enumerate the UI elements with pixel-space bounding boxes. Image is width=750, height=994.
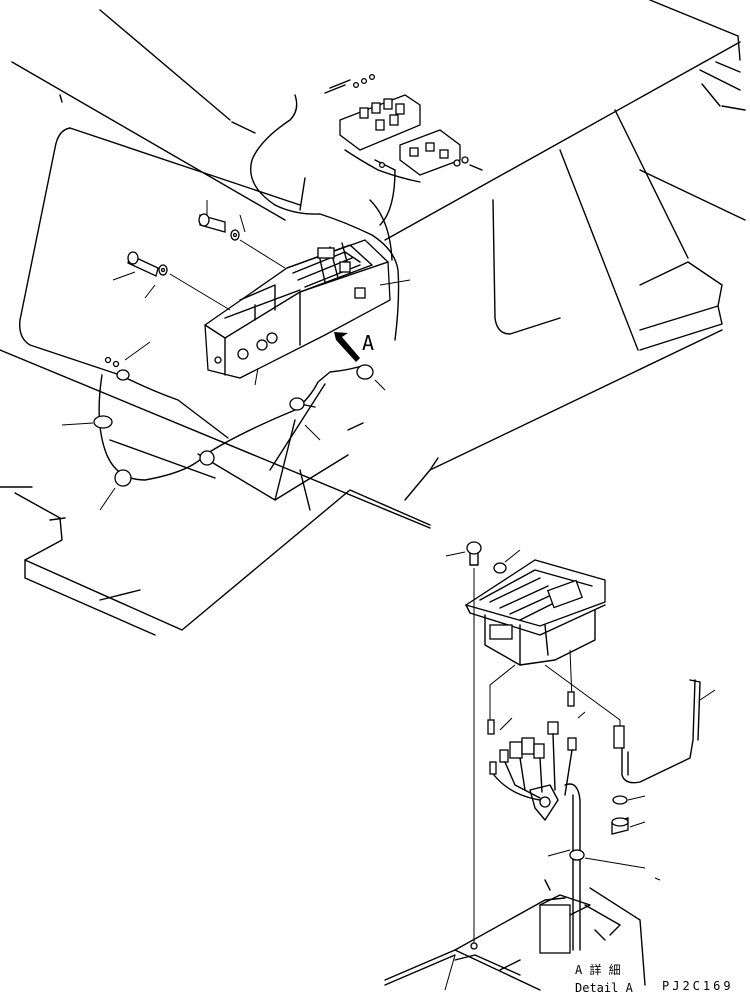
detail-label-jp: A 詳 細 — [575, 962, 621, 977]
detail-a-panel — [384, 541, 716, 991]
drawing-number: PJ2C169 — [662, 979, 734, 993]
cab-structure — [0, 0, 746, 636]
view-label: A — [362, 331, 374, 355]
harness-clamps — [61, 279, 411, 511]
view-direction-arrow: A — [334, 331, 374, 362]
bolts-washers — [112, 200, 286, 311]
detail-label-en: Detail A — [575, 981, 634, 994]
monitor-controller — [204, 239, 391, 379]
connector-cluster — [324, 73, 483, 176]
